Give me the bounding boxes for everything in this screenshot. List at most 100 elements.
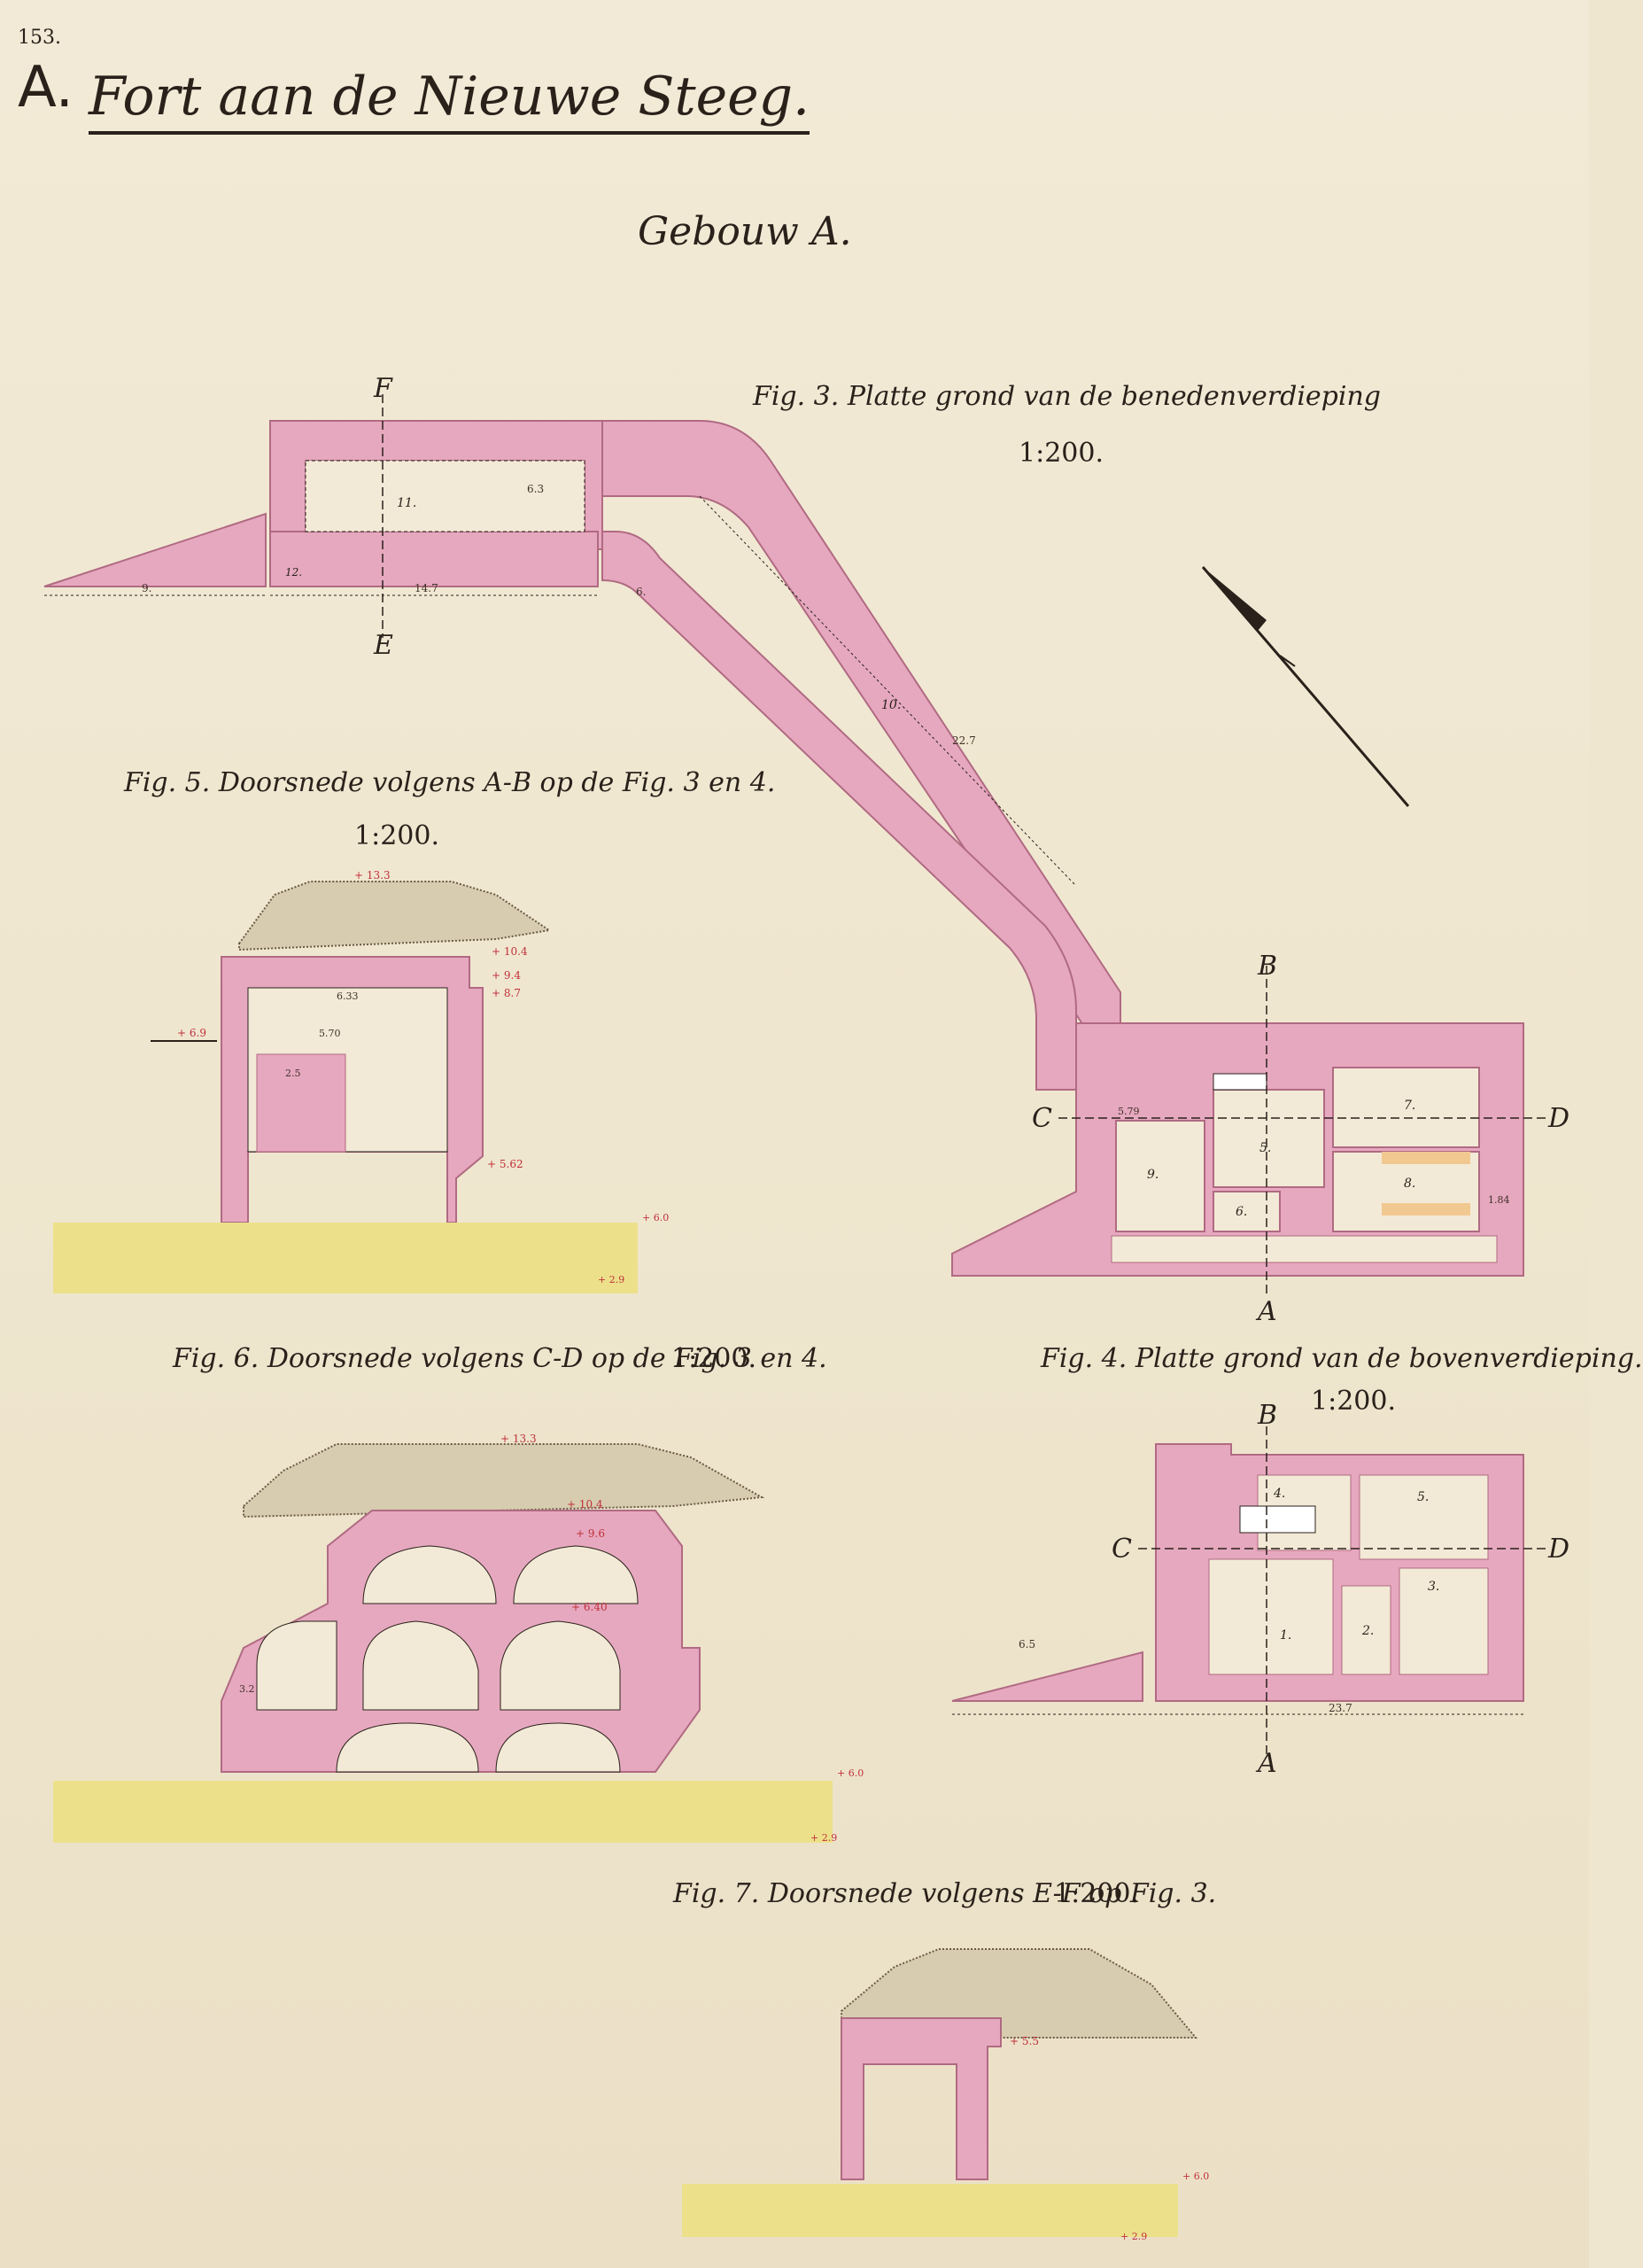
- fig3-room-8: [1332, 1151, 1480, 1232]
- room-label-8: 8.: [1404, 1177, 1415, 1191]
- fig3-timber-b: [1382, 1203, 1470, 1216]
- drawing-canvas: 11. 12. 10. 9. 5. 6. 7. 8. 1. 2. 3. 4. 5…: [43, 373, 1569, 2242]
- room-label-4: 4.: [1273, 1487, 1285, 1501]
- level-9-6-fig6: + 9.6: [576, 1527, 605, 1540]
- level-6-9-fig5: + 6.9: [177, 1027, 206, 1039]
- room-label-12: 12.: [285, 566, 302, 579]
- fig4-room-3: [1399, 1567, 1489, 1675]
- fig7-section: [682, 1948, 1198, 2237]
- fig7-masonry: [841, 2017, 1002, 2180]
- room-label-5-upper: 5.: [1417, 1490, 1429, 1504]
- level-13-3-fig6: + 13.3: [500, 1433, 537, 1445]
- fig7-scale: 1:200.: [1054, 1878, 1139, 1909]
- room-label-10: 10.: [881, 698, 901, 712]
- marker-d-upper: D: [1547, 1534, 1569, 1565]
- room-label-2: 2.: [1361, 1624, 1374, 1638]
- fig3-room-5: [1213, 1089, 1325, 1188]
- fig4-room-5: [1359, 1474, 1489, 1560]
- dim-5-79: 5.79: [1118, 1106, 1140, 1117]
- sheet-number: 153.: [18, 27, 61, 49]
- fig5-section: [53, 881, 638, 1293]
- fig6-lower-vault-2: [362, 1620, 479, 1711]
- fig6-caption: Fig. 6. Doorsnede volgens C-D op de Fig.…: [173, 1343, 827, 1374]
- fig4-room-2: [1341, 1585, 1391, 1675]
- fig4-scale: 1:200.: [1311, 1386, 1396, 1417]
- dim-5-70: 5.70: [319, 1028, 341, 1039]
- page-title: Fort aan de Nieuwe Steeg.: [89, 66, 810, 135]
- fig3-room-9: [1115, 1120, 1205, 1232]
- fig3-room-7: [1332, 1067, 1480, 1148]
- room-label-9: 9.: [1147, 1168, 1159, 1182]
- fig5-caption: Fig. 5. Doorsnede volgens A-B op de Fig.…: [124, 767, 776, 798]
- level-2-9-fig6: + 2.9: [810, 1832, 837, 1844]
- dim-14-7: 14.7: [415, 582, 438, 594]
- level-6-0-fig5: + 6.0: [642, 1212, 669, 1223]
- level-6-40-fig6: + 6.40: [571, 1601, 608, 1613]
- dim-23-7: 23.7: [1329, 1702, 1352, 1714]
- plan-marks: 11. 12. 10. 9. 5. 6. 7. 8. 1. 2. 3. 4. 5…: [142, 373, 1569, 2242]
- fig5-ground: [53, 1223, 638, 1293]
- level-8-7-fig5: + 8.7: [492, 987, 521, 999]
- marker-a-ground: A: [1255, 1296, 1277, 1327]
- level-13-3-fig5: + 13.3: [354, 869, 391, 882]
- fig3-caption: Fig. 3. Platte grond van de benedenverdi…: [753, 381, 1381, 412]
- level-6-0-fig7: + 6.0: [1182, 2171, 1209, 2182]
- dim-6-5: 6.5: [1019, 1638, 1035, 1651]
- level-9-4-fig5: + 9.4: [492, 969, 521, 982]
- dim-1-84: 1.84: [1488, 1194, 1510, 1206]
- fig3-lower-wall: [269, 531, 599, 587]
- fig3-timber-a: [1382, 1152, 1470, 1164]
- marker-d-ground: D: [1547, 1103, 1569, 1134]
- fig3-room-6: [1213, 1191, 1281, 1232]
- fig4-left-ramp: [951, 1651, 1143, 1702]
- dim-22-7: 22.7: [952, 734, 976, 747]
- level-5-5-fig7: + 5.5: [1010, 2035, 1039, 2047]
- fig6-ground: [53, 1781, 833, 1843]
- fig6-lower-vault-3: [500, 1620, 621, 1711]
- marker-c-ground: C: [1032, 1103, 1052, 1134]
- fig6-section: [53, 1443, 833, 1843]
- room-label-5-ground: 5.: [1259, 1141, 1271, 1155]
- marker-f: F: [373, 373, 393, 404]
- fig6-upper-vault-left: [362, 1545, 497, 1604]
- marker-e: E: [373, 630, 393, 661]
- fig6-earth-cover: [243, 1443, 765, 1518]
- fig4-room-1: [1208, 1558, 1334, 1675]
- fig7-caption: Fig. 7. Doorsnede volgens E-F op Fig. 3.: [673, 1878, 1217, 1909]
- fig5-scale: 1:200.: [354, 820, 439, 851]
- fig6-base-arches: [336, 1722, 621, 1773]
- level-2-9-fig5: + 2.9: [598, 1274, 624, 1285]
- fig3-inner-room: [305, 460, 585, 532]
- dim-6: 6.: [636, 586, 646, 598]
- fig4-stair: [1239, 1505, 1316, 1534]
- room-label-3: 3.: [1428, 1580, 1439, 1594]
- marker-a-upper: A: [1255, 1748, 1277, 1779]
- marker-c-upper: C: [1112, 1534, 1132, 1565]
- fig6-lower-vault-1: [256, 1620, 337, 1711]
- fig5-inner-wall: [256, 1053, 346, 1153]
- fig3-left-ramp: [43, 512, 267, 587]
- level-6-0-fig6: + 6.0: [837, 1767, 864, 1779]
- marker-b-ground: B: [1257, 951, 1277, 982]
- dim-6-3: 6.3: [527, 483, 544, 495]
- north-arrow-icon: [1201, 566, 1410, 807]
- heading-letter: A.: [18, 55, 74, 120]
- fig3-plan: [43, 394, 1546, 1293]
- dim-9: 9.: [142, 582, 151, 594]
- room-label-6: 6.: [1236, 1205, 1247, 1219]
- dim-3-2: 3.2: [239, 1683, 255, 1695]
- fig4-plan: [951, 1426, 1546, 1759]
- fig3-scale: 1:200.: [1019, 438, 1104, 469]
- level-10-4-fig5: + 10.4: [492, 945, 528, 958]
- room-label-1: 1.: [1280, 1628, 1291, 1643]
- building-title: Gebouw A.: [638, 209, 852, 254]
- fig5-earth-cover: [238, 881, 552, 951]
- dim-6-33: 6.33: [337, 990, 359, 1002]
- level-5-62-fig5: + 5.62: [487, 1158, 523, 1170]
- marker-b-upper: B: [1257, 1400, 1277, 1431]
- level-2-9-fig7: + 2.9: [1120, 2231, 1147, 2242]
- room-label-7: 7.: [1404, 1099, 1415, 1113]
- fig3-gallery: [1111, 1235, 1498, 1263]
- level-10-4-fig6: + 10.4: [567, 1498, 603, 1511]
- fig6-upper-vault-right: [513, 1545, 639, 1604]
